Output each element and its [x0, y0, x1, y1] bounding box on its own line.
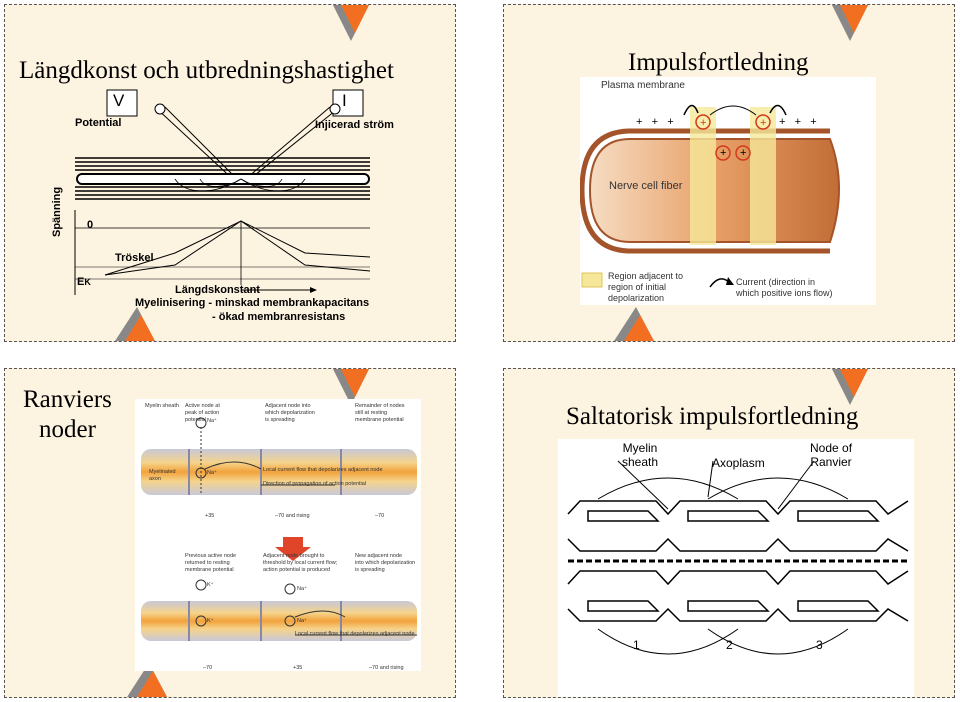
positive-charges-right: + + +	[779, 116, 817, 128]
length-constant-label: Längdskonstant	[175, 284, 260, 296]
ek-label: EK	[77, 276, 91, 288]
voltmeter-label: V	[113, 91, 125, 110]
slide-length-constant[interactable]: Längdkonst och utbredningshastighet	[4, 4, 456, 342]
node-number-2: 2	[726, 638, 733, 652]
slide-impulse-conduction[interactable]: Impulsfortledning Plasma membrane Nerve …	[503, 4, 955, 342]
corner-decoration-icon	[115, 307, 155, 341]
myelination-text: Myelinisering - minskad membrankapacitan…	[135, 297, 370, 309]
internal-charge: +	[720, 147, 727, 159]
node-number-1: 1	[633, 638, 640, 652]
plasma-membrane-label: Plasma membrane	[601, 80, 685, 91]
corner-decoration-icon	[832, 369, 868, 405]
corner-decoration-icon	[333, 5, 369, 41]
internal-charge: +	[740, 147, 747, 159]
slide-title: Längdkonst och utbredningshastighet	[19, 57, 394, 84]
corner-decoration-icon	[832, 5, 868, 41]
current-source-label: I	[342, 91, 347, 110]
slide-title: Saltatorisk impulsfortledning	[566, 403, 859, 430]
length-constant-diagram	[74, 89, 371, 295]
depolarized-charge: +	[760, 117, 767, 129]
potential-label: Potential	[75, 117, 122, 129]
node-number-3: 3	[816, 638, 823, 652]
ranvier-diagram	[135, 399, 421, 671]
positive-charges: + + +	[636, 116, 674, 128]
zero-label: 0	[87, 219, 94, 231]
corner-decoration-icon	[127, 663, 167, 697]
slide-title: Impulsfortledning	[628, 49, 809, 76]
nerve-fiber-label: Nerve cell fiber	[609, 180, 683, 192]
threshold-label: Tröskel	[115, 252, 154, 264]
saltatory-diagram	[558, 439, 914, 697]
corner-decoration-icon	[333, 369, 369, 405]
axoplasm-label: Axoplasm	[712, 456, 765, 470]
resistance-text: - ökad membranresistans	[212, 311, 346, 323]
injected-current-label: Injicerad ström	[315, 119, 394, 131]
corner-decoration-icon	[614, 307, 654, 341]
depolarized-charge: +	[700, 117, 707, 129]
y-axis-label: Spänning	[51, 186, 63, 237]
impulse-diagram	[580, 77, 876, 305]
